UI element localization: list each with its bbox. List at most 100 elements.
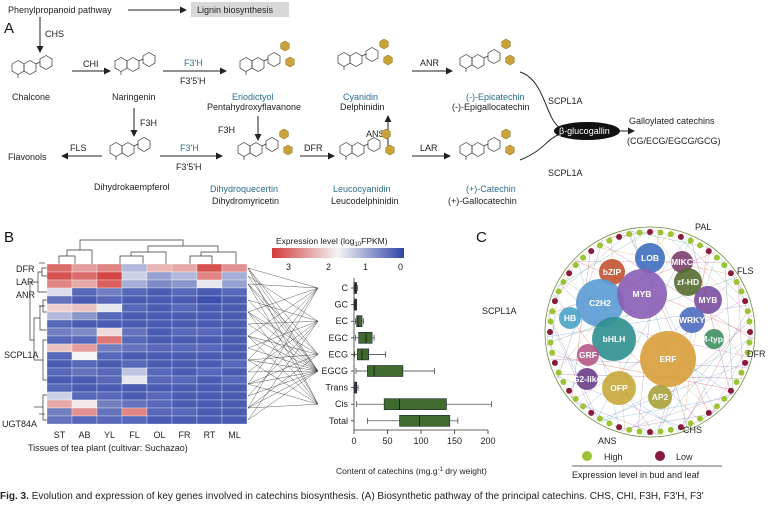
panel-b: B DFR LAR ANR SCPL1A UGT84A	[2, 229, 496, 476]
heatmap-cell	[71, 295, 98, 305]
gene-node	[733, 379, 740, 385]
legend-high-label: High	[604, 452, 623, 462]
row-label-anr: ANR	[16, 290, 36, 300]
gene-node	[597, 415, 603, 422]
heatmap-cell	[146, 303, 173, 313]
heatmap-cell	[121, 311, 148, 321]
cluster-label: zf-HD	[677, 277, 699, 287]
gene-catechin-links	[247, 267, 319, 421]
link-line	[247, 321, 319, 421]
heatmap-cell	[146, 399, 173, 409]
legend-low-dot	[655, 451, 665, 461]
legend-caption: Expression level in bud and leaf	[572, 470, 700, 480]
network-edge	[738, 279, 754, 334]
heatmap-cell	[221, 311, 248, 321]
cluster-node	[599, 259, 625, 285]
heatmap-cell	[71, 383, 98, 393]
heatmap-cell	[196, 263, 223, 273]
heatmap-cell	[96, 311, 123, 321]
heatmap-cell	[196, 343, 223, 353]
gene-node	[705, 248, 712, 255]
network-edge	[672, 231, 750, 304]
gene-node	[697, 415, 703, 422]
heatmap-cell	[46, 391, 73, 401]
heatmap-cell	[46, 319, 73, 329]
legend-gradient	[272, 248, 404, 258]
network-edge	[621, 393, 733, 432]
heatmap-cell	[171, 327, 198, 337]
row-label-scpl1a: SCPL1A	[4, 350, 39, 360]
link-line	[247, 321, 319, 325]
network-edge	[597, 397, 730, 422]
heatmap-cell	[196, 407, 223, 417]
heatmap-cell	[146, 375, 173, 385]
heatmap-cell	[71, 407, 98, 417]
tissue-label: ST	[54, 430, 66, 440]
heatmap-cell	[71, 359, 98, 369]
dihydroquercetin-label: Dihydroquecertin	[210, 184, 278, 194]
gallate-marker	[379, 38, 389, 50]
cluster-node	[635, 243, 665, 273]
heatmap-cell	[96, 319, 123, 329]
category-label: Trans	[325, 383, 348, 393]
tissue-label: OL	[153, 430, 165, 440]
heatmap-cell	[221, 367, 248, 377]
boxplot-xlabel: Content of catechins (mg.g-1 dry weight)	[336, 466, 487, 476]
scpl-bottom-curve	[519, 133, 561, 161]
heatmap-cell	[121, 359, 148, 369]
heatmap-cell	[146, 359, 173, 369]
row-label-ugt84a: UGT84A	[2, 419, 37, 429]
heatmap-cell	[221, 391, 248, 401]
network-edge	[690, 237, 732, 396]
gene-node	[677, 424, 684, 431]
heatmap-cell	[71, 263, 98, 273]
category-label: ECG	[328, 349, 348, 359]
row-label-lar: LAR	[16, 277, 34, 287]
gene-node	[744, 308, 751, 315]
network-edge	[689, 236, 693, 239]
category-label: Cis	[335, 399, 348, 409]
box	[399, 414, 451, 427]
network-edge	[660, 229, 753, 318]
f3h-a-enzyme: F3H	[140, 118, 157, 128]
link-line	[247, 311, 319, 405]
link-line	[247, 354, 319, 361]
cluster-node	[648, 385, 672, 409]
chi-enzyme: CHI	[83, 59, 99, 69]
link-line	[247, 311, 319, 355]
heatmap-cell	[96, 367, 123, 377]
flavonols-label: Flavonols	[8, 152, 47, 162]
gallate-marker	[285, 56, 295, 68]
network-edge	[552, 230, 632, 298]
tissue-label: ML	[228, 430, 241, 440]
gene-node	[742, 298, 749, 305]
heatmap-cell	[71, 279, 98, 289]
gene-node	[606, 237, 613, 244]
heatmap-cell	[171, 367, 198, 377]
gallate-marker	[385, 144, 395, 156]
gallate-marker	[381, 128, 391, 140]
gene-node	[551, 298, 558, 305]
network-edge	[548, 313, 600, 422]
network-edge	[546, 334, 549, 347]
caption-text: Evolution and expression of key genes in…	[31, 491, 704, 502]
cluster-label: G2-like	[573, 374, 602, 384]
gene-node	[549, 349, 556, 356]
heatmap-cell	[121, 351, 148, 361]
cluster-label: AP2	[652, 392, 669, 402]
heatmap-cell	[146, 335, 173, 345]
heatmap-cell	[221, 351, 248, 361]
outer-label-dfr: DFR	[747, 349, 766, 359]
cluster-node	[592, 317, 636, 361]
heatmap-cell	[121, 407, 148, 417]
link-line	[247, 267, 319, 289]
heatmap-cell	[121, 271, 148, 281]
cluster-label: bHLH	[603, 334, 626, 344]
cluster-node	[617, 269, 667, 319]
legend-low-label: Low	[676, 452, 693, 462]
network-edge	[600, 230, 631, 242]
link-line	[247, 370, 319, 397]
pentahydroxy-label: Pentahydroxyflavanone	[207, 102, 301, 112]
gene-node	[746, 339, 753, 346]
heatmap-cell	[46, 367, 73, 377]
